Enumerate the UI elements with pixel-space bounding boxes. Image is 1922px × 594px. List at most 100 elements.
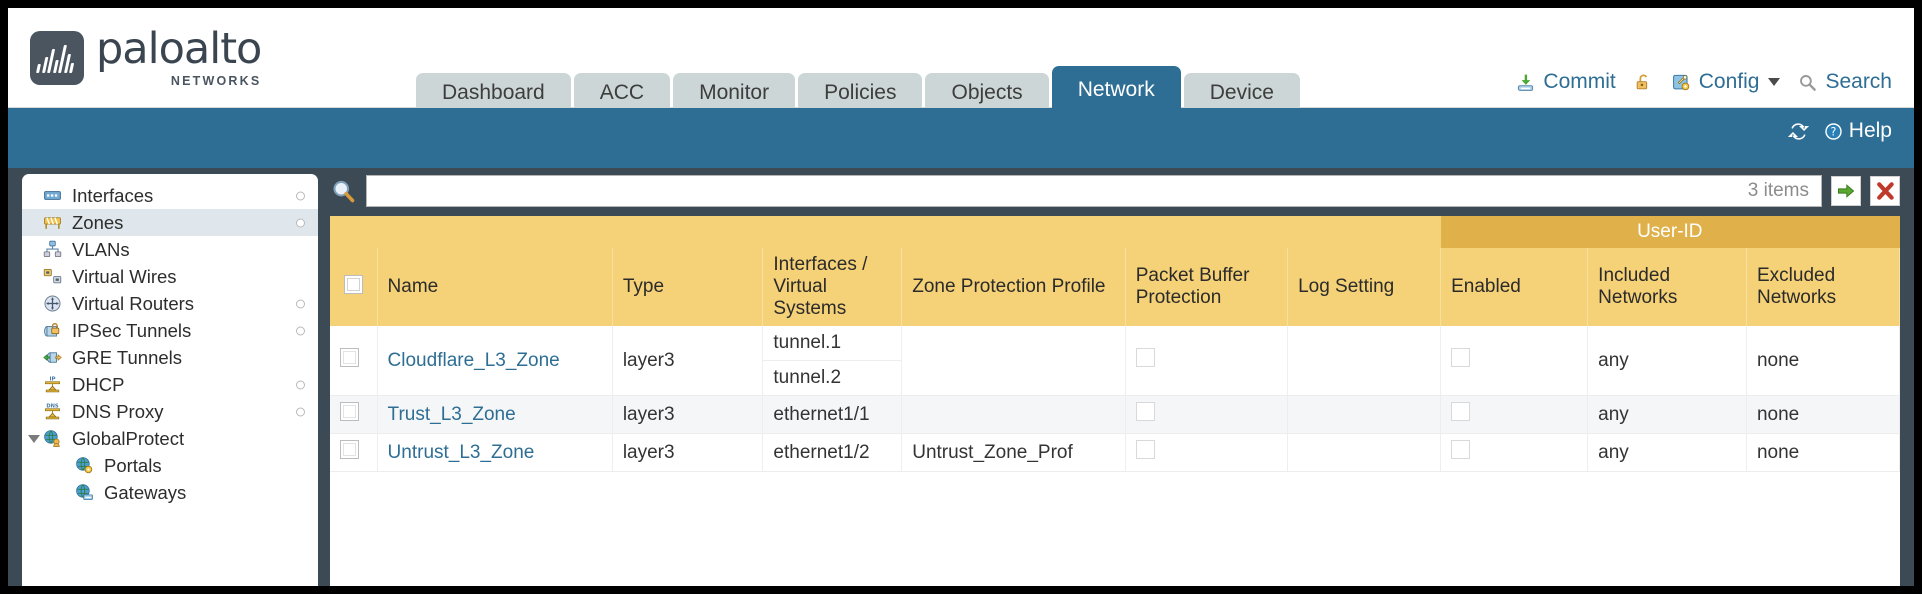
column-header-zone-protection-profile[interactable]: Zone Protection Profile <box>901 248 1126 326</box>
tab-network[interactable]: Network <box>1051 66 1181 113</box>
table-row[interactable]: Trust_L3_Zone layer3 ethernet1/1 <box>330 395 1900 434</box>
top-bar: paloalto NETWORKS Dashboard ACC Monitor … <box>8 8 1914 113</box>
palo-alto-web-interface: paloalto NETWORKS Dashboard ACC Monitor … <box>8 8 1914 586</box>
cell-interfaces: ethernet1/1 <box>762 395 903 434</box>
table-body: Cloudflare_L3_Zone layer3 tunnel.1 tunne… <box>330 326 1900 472</box>
ipsec-tunnels-icon <box>44 323 60 337</box>
sidebar-item-label: GRE Tunnels <box>72 346 183 368</box>
clear-filter-button[interactable] <box>1870 176 1900 206</box>
chevron-down-icon[interactable] <box>1768 78 1781 86</box>
tab-objects[interactable]: Objects <box>925 73 1049 113</box>
userid-enabled-checkbox[interactable] <box>1451 348 1471 367</box>
column-header-log-setting[interactable]: Log Setting <box>1287 248 1442 326</box>
column-header-enabled[interactable]: Enabled <box>1440 248 1589 326</box>
search-input-wrapper[interactable]: 3 items <box>366 175 1822 207</box>
column-header-included-networks[interactable]: Included Networks <box>1587 248 1747 326</box>
status-dot <box>296 380 305 389</box>
tab-device[interactable]: Device <box>1183 73 1300 113</box>
group-header-spacer <box>330 216 1441 248</box>
refresh-button[interactable] <box>1787 122 1809 141</box>
cell-userid-enabled[interactable] <box>1440 326 1589 396</box>
sidebar-item-virtual-routers[interactable]: Virtual Routers <box>22 290 318 317</box>
zone-name-link[interactable]: Cloudflare_L3_Zone <box>387 349 560 371</box>
apply-filter-button[interactable] <box>1831 176 1861 206</box>
interface-entry: ethernet1/2 <box>773 441 870 463</box>
tab-monitor[interactable]: Monitor <box>673 73 796 113</box>
cell-name[interactable]: Trust_L3_Zone <box>377 395 613 434</box>
gateways-icon <box>76 484 93 501</box>
commit-button[interactable]: Commit <box>1515 70 1616 94</box>
lock-button[interactable] <box>1633 73 1654 92</box>
cell-packet-buffer-protection[interactable] <box>1125 395 1289 434</box>
interface-entry: tunnel.2 <box>773 367 842 388</box>
table-row[interactable]: Untrust_L3_Zone layer3 ethernet1/2 Untru… <box>330 433 1900 472</box>
tab-dashboard[interactable]: Dashboard <box>416 73 571 113</box>
sidebar-item-label: DNS Proxy <box>72 400 164 422</box>
select-all-header[interactable] <box>330 248 378 326</box>
row-checkbox[interactable] <box>340 348 359 367</box>
tab-policies[interactable]: Policies <box>798 73 923 113</box>
help-button[interactable]: ? Help <box>1823 119 1892 143</box>
cell-name[interactable]: Untrust_L3_Zone <box>377 433 613 472</box>
cell-type: layer3 <box>612 326 764 396</box>
sidebar-item-ipsec-tunnels[interactable]: IPSec Tunnels <box>22 317 318 344</box>
row-checkbox[interactable] <box>340 402 359 421</box>
cell-log-setting <box>1287 326 1442 396</box>
column-header-interfaces[interactable]: Interfaces / Virtual Systems <box>762 248 903 326</box>
row-select-cell[interactable] <box>330 395 378 434</box>
column-header-packet-buffer-protection[interactable]: Packet Buffer Protection <box>1125 248 1289 326</box>
column-header-excluded-networks[interactable]: Excluded Networks <box>1746 248 1900 326</box>
sidebar-item-virtual-wires[interactable]: Virtual Wires <box>22 263 318 290</box>
table-row[interactable]: Cloudflare_L3_Zone layer3 tunnel.1 tunne… <box>330 326 1900 396</box>
filter-search-icon[interactable] <box>330 178 357 205</box>
column-header-type[interactable]: Type <box>612 248 764 326</box>
sidebar-item-dns-proxy[interactable]: DNS DNS Proxy <box>22 398 318 425</box>
cell-type: layer3 <box>612 395 764 434</box>
sidebar-item-vlans[interactable]: VLANs <box>22 236 318 263</box>
sidebar-item-label: IPSec Tunnels <box>72 319 192 341</box>
config-menu-button[interactable]: Config <box>1671 70 1781 94</box>
tab-acc[interactable]: ACC <box>573 73 671 113</box>
cell-interfaces: ethernet1/2 <box>762 433 903 472</box>
sidebar-item-portals[interactable]: Portals <box>22 452 318 479</box>
help-icon: ? <box>1825 122 1842 140</box>
packet-buffer-protection-checkbox[interactable] <box>1135 402 1155 421</box>
zones-icon <box>44 217 61 229</box>
cell-log-setting <box>1287 433 1442 472</box>
sidebar-item-interfaces[interactable]: Interfaces <box>22 182 318 209</box>
sidebar-item-globalprotect[interactable]: GlobalProtect <box>22 425 318 452</box>
sidebar-item-label: GlobalProtect <box>72 427 185 449</box>
brand-logo[interactable]: paloalto NETWORKS <box>30 28 262 88</box>
sidebar-item-gre-tunnels[interactable]: GRE Tunnels <box>22 344 318 371</box>
zone-name-link[interactable]: Untrust_L3_Zone <box>387 441 535 463</box>
portals-icon <box>76 457 93 474</box>
column-header-name[interactable]: Name <box>377 248 613 326</box>
sidebar-item-dhcp[interactable]: IP DHCP <box>22 371 318 398</box>
cell-userid-enabled[interactable] <box>1440 433 1589 472</box>
cell-packet-buffer-protection[interactable] <box>1125 326 1289 396</box>
cell-zone-protection-profile <box>901 395 1126 434</box>
cell-packet-buffer-protection[interactable] <box>1125 433 1289 472</box>
zone-name-link[interactable]: Trust_L3_Zone <box>387 403 516 425</box>
sidebar-item-gateways[interactable]: Gateways <box>22 479 318 506</box>
cell-userid-enabled[interactable] <box>1440 395 1589 434</box>
sidebar-item-label: Interfaces <box>72 184 154 206</box>
row-select-cell[interactable] <box>330 433 378 472</box>
packet-buffer-protection-checkbox[interactable] <box>1135 440 1155 459</box>
row-select-cell[interactable] <box>330 326 378 396</box>
userid-enabled-checkbox[interactable] <box>1451 440 1471 459</box>
expand-triangle-icon[interactable] <box>28 434 40 443</box>
interface-entry: tunnel.1 <box>763 326 902 361</box>
svg-text:?: ? <box>1830 125 1836 138</box>
cell-type: layer3 <box>612 433 764 472</box>
sidebar-item-label: VLANs <box>72 238 130 260</box>
svg-text:DNS: DNS <box>46 404 59 410</box>
sidebar-item-zones[interactable]: Zones <box>22 209 318 236</box>
search-input[interactable] <box>367 177 1748 205</box>
search-button[interactable]: Search <box>1797 70 1892 94</box>
cell-name[interactable]: Cloudflare_L3_Zone <box>377 326 613 396</box>
packet-buffer-protection-checkbox[interactable] <box>1135 348 1155 367</box>
select-all-checkbox[interactable] <box>344 274 363 294</box>
userid-enabled-checkbox[interactable] <box>1451 402 1471 421</box>
row-checkbox[interactable] <box>340 440 359 459</box>
